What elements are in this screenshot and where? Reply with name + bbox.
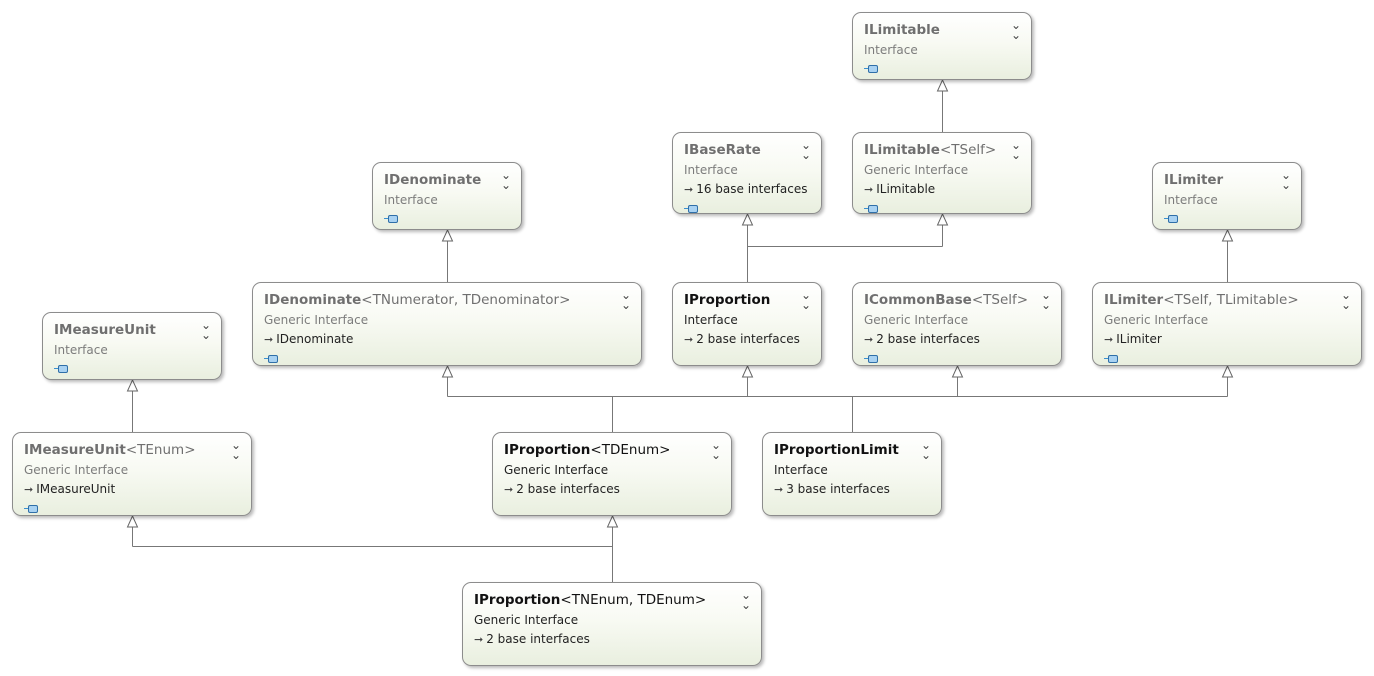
chevron-down-icon[interactable]: ⌄⌄ bbox=[1010, 138, 1021, 162]
node-stereotype: Interface bbox=[774, 463, 828, 477]
inheritance-arrowhead bbox=[606, 514, 619, 528]
node-iproportion-tnenum-tdenum[interactable]: IProportion<TNEnum, TDEnum> Generic Inte… bbox=[462, 582, 762, 666]
node-ibaserate[interactable]: IBaseRate Interface ➞16 base interfaces … bbox=[672, 132, 822, 214]
chevron-down-icon[interactable]: ⌄⌄ bbox=[740, 588, 751, 612]
inheritance-arrowhead bbox=[741, 212, 754, 226]
node-iproportionlimit[interactable]: IProportionLimit Interface ➞3 base inter… bbox=[762, 432, 942, 516]
inheritance-arrowhead bbox=[1221, 228, 1234, 242]
node-stereotype: Generic Interface bbox=[504, 463, 609, 477]
node-iproportion[interactable]: IProportion Interface ➞2 base interfaces… bbox=[672, 282, 822, 366]
node-title: ILimitable bbox=[864, 22, 940, 38]
chevron-down-icon[interactable]: ⌄⌄ bbox=[800, 288, 811, 312]
interface-icon bbox=[864, 64, 878, 73]
node-imeasureunit-generic[interactable]: IMeasureUnit<TEnum> Generic Interface ➞I… bbox=[12, 432, 252, 516]
base-list[interactable]: ➞2 base interfaces bbox=[474, 632, 590, 646]
inherits-arrow-icon: ➞ bbox=[24, 483, 34, 496]
base-list[interactable]: ➞ILimiter bbox=[1104, 332, 1162, 346]
node-title: IProportion<TDEnum> bbox=[504, 442, 671, 458]
node-title: IProportion bbox=[684, 292, 771, 308]
node-idenominate[interactable]: IDenominate Interface ⌄⌄ bbox=[372, 162, 522, 230]
interface-icon bbox=[864, 204, 878, 213]
inheritance-arrowhead bbox=[951, 364, 964, 378]
interface-icon bbox=[864, 354, 878, 363]
inheritance-arrowhead bbox=[126, 514, 139, 528]
node-title: ILimiter<TSelf, TLimitable> bbox=[1104, 292, 1299, 308]
node-stereotype: Generic Interface bbox=[864, 313, 969, 327]
interface-icon bbox=[1104, 354, 1118, 363]
inherits-arrow-icon: ➞ bbox=[504, 483, 514, 496]
inherits-arrow-icon: ➞ bbox=[1104, 333, 1114, 346]
node-stereotype: Generic Interface bbox=[1104, 313, 1209, 327]
node-stereotype: Interface bbox=[384, 193, 438, 207]
chevron-down-icon[interactable]: ⌄⌄ bbox=[710, 438, 721, 462]
node-title: IDenominate bbox=[384, 172, 482, 188]
chevron-down-icon[interactable]: ⌄⌄ bbox=[1280, 168, 1291, 192]
node-ilimitable-tself[interactable]: ILimitable<TSelf> Generic Interface ➞ILi… bbox=[852, 132, 1032, 214]
node-title: IProportionLimit bbox=[774, 442, 899, 458]
inheritance-arrowhead bbox=[936, 78, 949, 92]
node-stereotype: Interface bbox=[684, 313, 738, 327]
inherits-arrow-icon: ➞ bbox=[864, 183, 874, 196]
base-list[interactable]: ➞2 base interfaces bbox=[684, 332, 800, 346]
inherits-arrow-icon: ➞ bbox=[264, 333, 274, 346]
node-stereotype: Generic Interface bbox=[864, 163, 969, 177]
inherits-arrow-icon: ➞ bbox=[474, 633, 484, 646]
base-list[interactable]: ➞2 base interfaces bbox=[864, 332, 980, 346]
inheritance-arrowhead bbox=[441, 228, 454, 242]
node-stereotype: Generic Interface bbox=[264, 313, 369, 327]
node-ilimitable[interactable]: ILimitable Interface ⌄⌄ bbox=[852, 12, 1032, 80]
chevron-down-icon[interactable]: ⌄⌄ bbox=[1040, 288, 1051, 312]
inherits-arrow-icon: ➞ bbox=[684, 183, 694, 196]
chevron-down-icon[interactable]: ⌄⌄ bbox=[200, 318, 211, 342]
node-ilimiter-generic[interactable]: ILimiter<TSelf, TLimitable> Generic Inte… bbox=[1092, 282, 1362, 366]
inherits-arrow-icon: ➞ bbox=[864, 333, 874, 346]
node-stereotype: Interface bbox=[684, 163, 738, 177]
chevron-down-icon[interactable]: ⌄⌄ bbox=[1340, 288, 1351, 312]
chevron-down-icon[interactable]: ⌄⌄ bbox=[230, 438, 241, 462]
inheritance-arrowhead bbox=[1221, 364, 1234, 378]
interface-icon bbox=[54, 364, 68, 373]
inherits-arrow-icon: ➞ bbox=[684, 333, 694, 346]
node-title: ILimiter bbox=[1164, 172, 1224, 188]
chevron-down-icon[interactable]: ⌄⌄ bbox=[800, 138, 811, 162]
interface-icon bbox=[684, 204, 698, 213]
base-list[interactable]: ➞ILimitable bbox=[864, 182, 936, 196]
base-list[interactable]: ➞IDenominate bbox=[264, 332, 354, 346]
chevron-down-icon[interactable]: ⌄⌄ bbox=[1010, 18, 1021, 42]
inheritance-arrowhead bbox=[741, 364, 754, 378]
base-list[interactable]: ➞2 base interfaces bbox=[504, 482, 620, 496]
interface-icon bbox=[264, 354, 278, 363]
inheritance-arrowhead bbox=[936, 212, 949, 226]
node-ilimiter[interactable]: ILimiter Interface ⌄⌄ bbox=[1152, 162, 1302, 230]
node-stereotype: Interface bbox=[864, 43, 918, 57]
interface-icon bbox=[384, 214, 398, 223]
node-title: IMeasureUnit<TEnum> bbox=[24, 442, 196, 458]
base-list[interactable]: ➞3 base interfaces bbox=[774, 482, 890, 496]
chevron-down-icon[interactable]: ⌄⌄ bbox=[920, 438, 931, 462]
node-idenominate-generic[interactable]: IDenominate<TNumerator, TDenominator> Ge… bbox=[252, 282, 642, 366]
node-iproportion-tdenum[interactable]: IProportion<TDEnum> Generic Interface ➞2… bbox=[492, 432, 732, 516]
inheritance-arrowhead bbox=[441, 364, 454, 378]
chevron-down-icon[interactable]: ⌄⌄ bbox=[620, 288, 631, 312]
inherits-arrow-icon: ➞ bbox=[774, 483, 784, 496]
node-icommonbase[interactable]: ICommonBase<TSelf> Generic Interface ➞2 … bbox=[852, 282, 1062, 366]
base-list[interactable]: ➞16 base interfaces bbox=[684, 182, 808, 196]
node-title: IProportion<TNEnum, TDEnum> bbox=[474, 592, 707, 608]
node-title: IDenominate<TNumerator, TDenominator> bbox=[264, 292, 571, 308]
node-stereotype: Generic Interface bbox=[474, 613, 579, 627]
node-title: IMeasureUnit bbox=[54, 322, 156, 338]
node-stereotype: Generic Interface bbox=[24, 463, 129, 477]
inheritance-arrowhead bbox=[126, 378, 139, 392]
node-stereotype: Interface bbox=[54, 343, 108, 357]
interface-icon bbox=[24, 504, 38, 513]
node-title: ICommonBase<TSelf> bbox=[864, 292, 1029, 308]
base-list[interactable]: ➞IMeasureUnit bbox=[24, 482, 116, 496]
node-stereotype: Interface bbox=[1164, 193, 1218, 207]
node-title: ILimitable<TSelf> bbox=[864, 142, 997, 158]
chevron-down-icon[interactable]: ⌄⌄ bbox=[500, 168, 511, 192]
node-imeasureunit[interactable]: IMeasureUnit Interface ⌄⌄ bbox=[42, 312, 222, 380]
node-title: IBaseRate bbox=[684, 142, 761, 158]
interface-icon bbox=[1164, 214, 1178, 223]
